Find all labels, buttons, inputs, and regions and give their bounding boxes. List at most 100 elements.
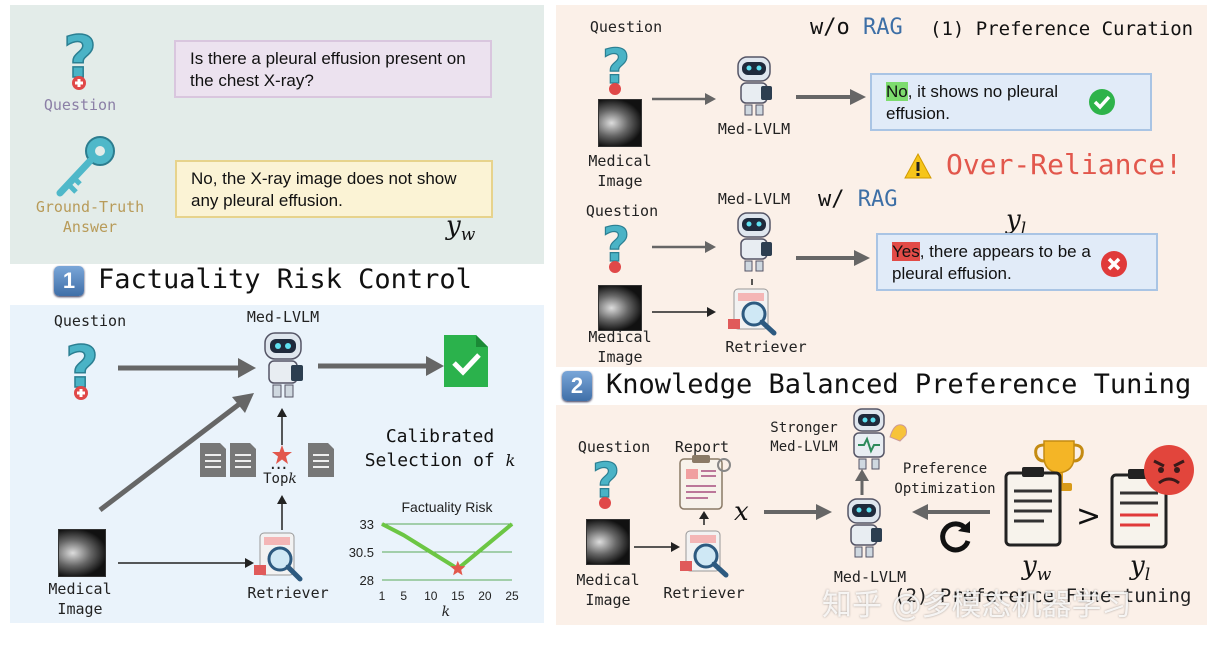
s2-retriever-label: Retriever bbox=[663, 584, 745, 602]
s1-retriever-icon bbox=[254, 532, 303, 582]
s2-question-label: Question bbox=[577, 438, 651, 456]
answer-no-highlight: No bbox=[886, 82, 908, 101]
answer-yes-box: Yes, there appears to be a pleural effus… bbox=[876, 233, 1158, 291]
s2-question-icon: ? bbox=[591, 452, 620, 509]
w-rag-label: w/ RAG bbox=[818, 187, 898, 212]
tr-medical-image-label: Medical Image bbox=[588, 152, 652, 190]
s2-model-label: Med-LVLM bbox=[833, 568, 907, 586]
ground-truth-label: Ground-Truth Answer bbox=[35, 198, 145, 236]
stronger-model-label: Stronger Med-LVLM bbox=[770, 420, 838, 455]
x-tick-label: 25 bbox=[505, 589, 519, 603]
tr-retriever-icon bbox=[728, 288, 777, 336]
over-reliance-label: Over-Reliance! bbox=[946, 148, 1183, 181]
s2-arrows bbox=[634, 469, 990, 552]
x-axis-label: k bbox=[442, 604, 450, 620]
s1-model-label: Med-LVLM bbox=[246, 308, 320, 326]
svg-text:?: ? bbox=[602, 39, 630, 95]
question-box: Is there a pleural effusion present on t… bbox=[174, 40, 492, 98]
answer-yes-text: , there appears to be a pleural effusion… bbox=[892, 242, 1091, 283]
s2-medical-image-label: Medical Image bbox=[576, 571, 640, 609]
y-tick-label: 33 bbox=[360, 517, 374, 532]
preference-curation-title: (1) Preference Curation bbox=[930, 18, 1194, 40]
risk-data-point bbox=[381, 523, 383, 525]
top-left-panel: ? Question Is there a pleural effusion p… bbox=[10, 5, 544, 264]
rag-label-2: RAG bbox=[857, 187, 898, 212]
section2-title: Knowledge Balanced Preference Tuning bbox=[606, 369, 1192, 400]
ground-truth-box: No, the X-ray image does not show any pl… bbox=[175, 160, 493, 218]
x-tick-label: 20 bbox=[478, 589, 492, 603]
report-icon bbox=[679, 455, 731, 510]
tr-arrows bbox=[652, 89, 870, 317]
y-tick-label: 28 bbox=[360, 573, 374, 588]
cross-circle-icon bbox=[1101, 251, 1127, 277]
tr-question-label: Question bbox=[589, 18, 663, 36]
warning-icon bbox=[904, 152, 932, 179]
s1-retriever-label: Retriever bbox=[247, 584, 329, 602]
rejected-document-icon bbox=[1110, 469, 1168, 549]
tr-question-label-2: Question bbox=[585, 202, 659, 220]
angry-face-icon bbox=[1144, 445, 1194, 495]
x-symbol: x bbox=[734, 497, 749, 527]
x-tick-label: 15 bbox=[451, 589, 465, 603]
x-tick-label: 10 bbox=[424, 589, 438, 603]
report-label: Report bbox=[674, 438, 730, 456]
s2-retriever-icon bbox=[680, 530, 729, 578]
section2-heading: 2 Knowledge Balanced Preference Tuning bbox=[562, 369, 1191, 401]
tr-question-icon-2: ? bbox=[601, 216, 630, 273]
question-label: Question bbox=[43, 96, 117, 114]
x-tick-label: 5 bbox=[400, 589, 407, 603]
tr-question-icon: ? bbox=[601, 38, 630, 95]
x-tick-label: 1 bbox=[379, 589, 386, 603]
tr-retriever-label: Retriever bbox=[725, 338, 807, 356]
preference-finetuning-caption: (2) Preference Fine-tuning bbox=[894, 585, 1192, 607]
topk-label: Topk bbox=[263, 471, 297, 487]
s1-question-icon: ? bbox=[64, 332, 99, 402]
s2-yl-symbol: yl bbox=[1130, 551, 1151, 586]
optimal-k-star bbox=[450, 560, 466, 576]
risk-data-point bbox=[403, 534, 405, 536]
section1-panel: Question ? Med-LVLM ... bbox=[10, 305, 544, 623]
s1-medical-image-label: Medical Image bbox=[48, 580, 112, 618]
s2-xray-image bbox=[586, 519, 630, 565]
s2-robot-icon bbox=[847, 498, 882, 558]
section2-number: 2 bbox=[562, 370, 592, 401]
preference-optimization-label: Preference Optimization bbox=[894, 461, 996, 497]
yw-symbol: yw bbox=[446, 211, 476, 246]
refresh-icon bbox=[940, 521, 971, 553]
star-icon bbox=[272, 445, 292, 464]
greater-than-symbol: > bbox=[1076, 499, 1102, 534]
calibrated-selection-label: Calibrated Selection of k bbox=[364, 426, 516, 471]
document-check-icon bbox=[444, 335, 488, 387]
s1-arrows bbox=[98, 356, 444, 568]
chart-title: Factuality Risk bbox=[401, 499, 493, 515]
section2-panel: Question ? Medical Image Report Retrieve… bbox=[556, 405, 1207, 625]
section1-number: 1 bbox=[54, 265, 84, 296]
section1-title: Factuality Risk Control bbox=[98, 264, 472, 295]
yl-symbol: yl bbox=[1006, 205, 1027, 240]
tr-xray-image-2 bbox=[598, 285, 642, 331]
s1-question-label: Question bbox=[53, 312, 127, 330]
top-right-panel: Question ? Medical Image w/o RAG (1) Pre… bbox=[556, 5, 1207, 367]
s2-yw-symbol: yw bbox=[1022, 551, 1052, 586]
risk-data-point bbox=[484, 545, 486, 547]
check-circle-icon bbox=[1089, 89, 1115, 115]
tr-robot-icon-2 bbox=[737, 212, 772, 272]
svg-text:?: ? bbox=[63, 23, 97, 91]
tr-medical-image-label-2: Medical Image bbox=[588, 328, 652, 366]
tr-model-label-1: Med-LVLM bbox=[717, 120, 791, 138]
retrieved-documents-icon: ... bbox=[200, 443, 334, 477]
question-text: Is there a pleural effusion present on t… bbox=[190, 49, 466, 90]
watermark: 知乎 @多模态机器学习 bbox=[822, 588, 1132, 623]
question-icon: ? bbox=[62, 22, 97, 92]
answer-no-text: , it shows no pleural effusion. bbox=[886, 82, 1058, 123]
wo-rag-label: w/o RAG bbox=[810, 15, 903, 40]
risk-data-point bbox=[511, 523, 513, 525]
tr-robot-icon-1 bbox=[737, 56, 772, 116]
rag-label: RAG bbox=[863, 15, 903, 40]
ground-truth-text: No, the X-ray image does not show any pl… bbox=[191, 169, 457, 210]
tr-xray-image bbox=[598, 99, 642, 147]
s1-xray-image bbox=[58, 529, 106, 577]
stronger-robot-icon bbox=[853, 408, 907, 470]
section1-heading: 1 Factuality Risk Control bbox=[54, 264, 472, 296]
